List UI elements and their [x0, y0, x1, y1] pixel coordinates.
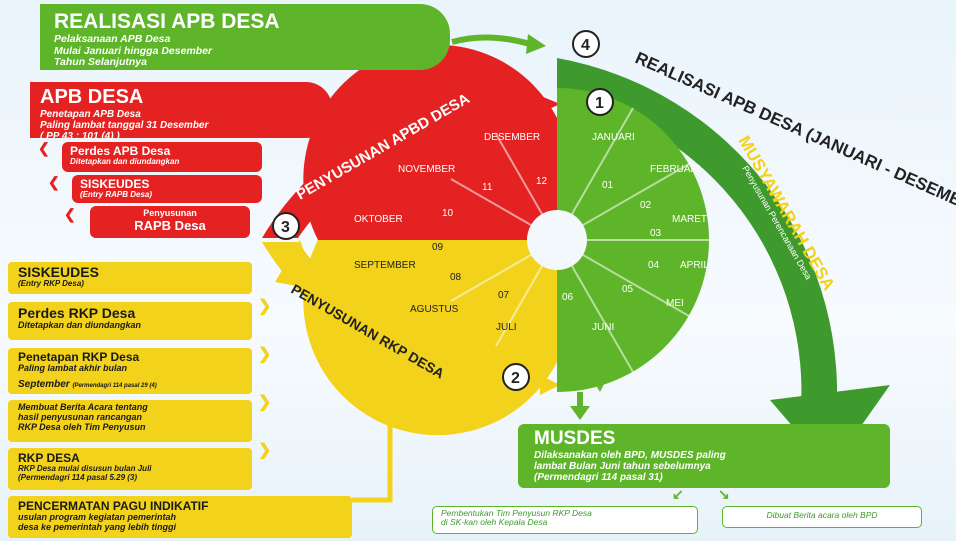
wheel-yellow: [303, 240, 557, 436]
pembentukan-tim-text: Pembentukan Tim Penyusun RKP Desa di SK-…: [441, 508, 592, 528]
perdes-rkp-box: Perdes RKP Desa Ditetapkan dan diundangk…: [8, 302, 252, 340]
realisasi-banner-sub: Pelaksanaan APB Desa Mulai Januari hingg…: [54, 33, 213, 69]
berita-acara-bpd-box: Dibuat Berita acara oleh BPD: [722, 506, 922, 528]
musdes-arrow-left: ↙: [672, 486, 684, 502]
yellow-connector: [352, 386, 393, 503]
berita-acara-box: Membuat Berita Acara tentang hasil penyu…: [8, 400, 252, 442]
svg-text:4: 4: [581, 37, 590, 54]
penetapan-rkp-title: Penetapan RKP Desa: [18, 350, 140, 364]
month-num-02: 02: [640, 200, 652, 211]
svg-text:2: 2: [511, 370, 520, 387]
banner-arrow: [451, 34, 531, 47]
month-num-08: 08: [450, 272, 462, 283]
step-4-badge: 4: [572, 30, 600, 58]
rkp-desa-title: RKP DESA: [18, 451, 80, 465]
pencermatan-sub: usulan program kegiatan pemerintah desa …: [18, 512, 177, 532]
month-num-10: 10: [442, 208, 454, 219]
perdes-rkp-sub: Ditetapkan dan diundangkan: [18, 320, 142, 330]
step-1-badge: 1: [586, 88, 614, 116]
berita-acara-sub: Membuat Berita Acara tentang hasil penyu…: [18, 402, 148, 432]
month-num-04: 04: [648, 260, 660, 271]
step-2-badge: 2: [502, 363, 530, 391]
penetapan-rkp-sub: Paling lambat akhir bulan: [18, 363, 128, 373]
realisasi-banner: REALISASI APB DESA Pelaksanaan APB Desa …: [40, 4, 450, 70]
month-label-09: SEPTEMBER: [354, 260, 416, 271]
red-chevron-2: ❮: [48, 174, 60, 190]
svg-text:3: 3: [281, 219, 290, 236]
banner-arrow-head: [526, 34, 546, 54]
musdes-arrow-right: ↘: [718, 486, 730, 502]
month-num-07: 07: [498, 290, 510, 301]
apb-desa-sub: Penetapan APB Desa Paling lambat tanggal…: [40, 109, 209, 142]
musdes-box: MUSDES Dilaksanakan oleh BPD, MUSDES pal…: [518, 424, 890, 488]
penyusunan-rapb-box: Penyusunan RAPB Desa: [90, 206, 250, 238]
red-chevron-1: ❮: [38, 140, 50, 156]
pencermatan-title: PENCERMATAN PAGU INDIKATIF: [18, 499, 209, 513]
siskeudes-apb-title: SISKEUDES: [80, 177, 150, 191]
month-num-06: 06: [562, 292, 574, 303]
penyusunan-rapb-title: Penyusunan: [143, 208, 197, 218]
realisasi-banner-title: REALISASI APB DESA: [54, 10, 280, 33]
month-label-04: APRIL: [680, 260, 709, 271]
perdes-apb-title: Perdes APB Desa: [70, 144, 171, 158]
penyusunan-rapb-title2: RAPB Desa: [134, 218, 206, 233]
month-num-03: 03: [650, 228, 662, 239]
perdes-apb-sub: Ditetapkan dan diundangkan: [70, 157, 180, 166]
musdes-down-arrow-head: [570, 406, 590, 420]
month-label-06: JUNI: [592, 322, 614, 333]
musdes-sub: Dilaksanakan oleh BPD, MUSDES paling lam…: [534, 450, 726, 483]
month-label-08: AGUSTUS: [410, 304, 459, 315]
month-label-11: NOVEMBER: [398, 164, 455, 175]
red-chevron-3: ❮: [64, 206, 76, 222]
musdes-title: MUSDES: [534, 428, 616, 449]
siskeudes-apb-sub: (Entry RAPB Desa): [80, 190, 153, 199]
svg-text:1: 1: [595, 95, 604, 112]
month-num-01: 01: [602, 180, 614, 191]
month-num-11: 11: [482, 182, 493, 193]
siskeudes-rkp-box: SISKEUDES (Entry RKP Desa): [8, 262, 252, 294]
perdes-apb-box: Perdes APB Desa Ditetapkan dan diundangk…: [62, 142, 262, 172]
month-label-02: FEBRUARI: [650, 164, 701, 175]
berita-acara-bpd-text: Dibuat Berita acara oleh BPD: [766, 510, 878, 520]
month-label-10: OKTOBER: [354, 214, 403, 225]
apb-desa-box: APB DESA Penetapan APB Desa Paling lamba…: [30, 82, 332, 142]
pembentukan-tim-box: Pembentukan Tim Penyusun RKP Desa di SK-…: [432, 506, 698, 534]
month-label-12: DESEMBER: [484, 132, 540, 143]
penetapan-rkp-box: Penetapan RKP Desa Paling lambat akhir b…: [8, 348, 252, 394]
yellow-chevron-1: ❯: [258, 298, 272, 315]
penetapan-rkp-sub2: September: [18, 378, 70, 390]
penetapan-rkp-note: (Permendagri 114 pasal 29 (4): [72, 382, 157, 389]
month-num-09: 09: [432, 242, 444, 253]
wheel-hub: [527, 210, 587, 270]
month-label-03: MARET: [672, 214, 707, 225]
siskeudes-apb-box: SISKEUDES (Entry RAPB Desa): [72, 175, 262, 203]
rkp-desa-sub: RKP Desa mulai disusun bulan Juli (Perme…: [18, 464, 152, 482]
siskeudes-rkp-sub: (Entry RKP Desa): [18, 279, 84, 288]
yellow-chevron-3: ❯: [258, 394, 272, 411]
yellow-chevron-4: ❯: [258, 442, 272, 459]
apb-desa-title: APB DESA: [40, 86, 144, 108]
month-labels: JANUARI 01 FEBRUARI 02 MARET 03 APRIL 04…: [354, 132, 709, 333]
yellow-chevron-2: ❯: [258, 346, 272, 363]
step-3-badge: 3: [272, 212, 300, 240]
pencermatan-box: PENCERMATAN PAGU INDIKATIF usulan progra…: [8, 496, 352, 538]
wheel-red: [303, 44, 557, 240]
month-num-05: 05: [622, 284, 634, 295]
siskeudes-rkp-title: SISKEUDES: [18, 264, 99, 280]
month-label-05: MEI: [666, 298, 684, 309]
month-num-12: 12: [536, 176, 548, 187]
rkp-desa-box: RKP DESA RKP Desa mulai disusun bulan Ju…: [8, 448, 252, 490]
month-label-01: JANUARI: [592, 132, 635, 143]
perdes-rkp-title: Perdes RKP Desa: [18, 305, 136, 321]
month-label-07: JULI: [496, 322, 517, 333]
